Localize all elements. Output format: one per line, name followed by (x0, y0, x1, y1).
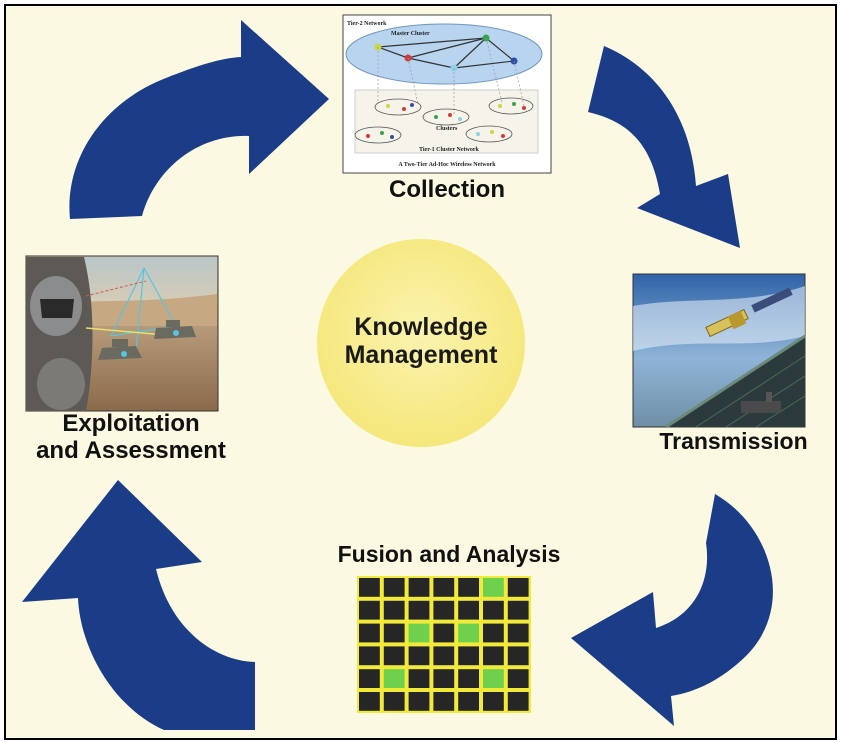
grid-cell (483, 692, 504, 711)
tier2-network-label: Tier-2 Network (347, 21, 387, 27)
grid-cell (359, 623, 380, 643)
network-diagram-icon: Tier-2 Network Master Cluster Clusters T… (342, 14, 552, 174)
satellite-icon (632, 273, 806, 429)
master-cluster-label: Master Cluster (391, 31, 430, 37)
collection-label: Collection (388, 176, 505, 203)
center-circle (317, 239, 525, 447)
arrow-top-right (588, 46, 740, 248)
grid-cell (507, 692, 529, 711)
grid-cell (458, 646, 479, 666)
diagram-frame: Tier-2 Network Master Cluster Clusters T… (4, 4, 837, 740)
grid-cell (433, 600, 455, 620)
grid-cell (383, 623, 405, 643)
center-label: Knowledge Management (317, 313, 525, 369)
fusion-label: Fusion and Analysis (337, 541, 561, 567)
grid-cell (483, 646, 504, 666)
grid-cell (507, 646, 529, 666)
grid-cell (483, 600, 504, 620)
grid-cell (458, 692, 479, 711)
grid-cell (433, 692, 455, 711)
grid-cell (458, 600, 479, 620)
grid-cell (408, 646, 430, 666)
grid-cell (408, 578, 430, 597)
grid-cell (408, 669, 430, 688)
grid-cell (408, 600, 430, 620)
grid-cell (507, 600, 529, 620)
clusters-label: Clusters (436, 126, 458, 132)
exploitation-label-line2: and Assessment (36, 436, 226, 464)
tier1-network-label: Tier-1 Cluster Network (419, 147, 480, 153)
grid-cell (359, 692, 380, 711)
grid-cell (458, 578, 479, 597)
grid-cell (483, 669, 504, 688)
network-caption: A Two-Tier Ad-Hoc Wireless Network (398, 162, 496, 168)
grid-cell (383, 669, 405, 688)
grid-cell (383, 646, 405, 666)
grid-cell (408, 692, 430, 711)
grid-icon (357, 576, 531, 713)
soldier-battlefield-icon (25, 255, 219, 412)
arrow-bottom-left (22, 480, 255, 730)
arrow-bottom-right (571, 494, 773, 726)
grid-cell (433, 646, 455, 666)
grid-cell (458, 669, 479, 688)
center-label-line1: Knowledge (354, 313, 488, 341)
transmission-label: Transmission (659, 428, 808, 454)
grid-cell (507, 578, 529, 597)
grid-cell (507, 623, 529, 643)
grid-cell (458, 623, 479, 643)
grid-cell (433, 623, 455, 643)
grid-cell (359, 646, 380, 666)
grid-cell (507, 669, 529, 688)
cycle-diagram: Tier-2 Network Master Cluster Clusters T… (22, 14, 806, 730)
grid-cell (383, 692, 405, 711)
grid-cell (433, 578, 455, 597)
grid-cell (483, 623, 504, 643)
grid-cell (483, 578, 504, 597)
grid-cell (359, 600, 380, 620)
grid-cell (433, 669, 455, 688)
grid-cell (408, 623, 430, 643)
center-label-line2: Management (344, 341, 498, 369)
grid-cell (383, 600, 405, 620)
arrow-top-left (69, 20, 330, 219)
exploitation-label: Exploitation and Assessment (26, 410, 236, 465)
grid-cell (383, 578, 405, 597)
grid-cell (359, 578, 380, 597)
exploitation-label-line1: Exploitation (62, 410, 200, 437)
grid-cell (359, 669, 380, 688)
